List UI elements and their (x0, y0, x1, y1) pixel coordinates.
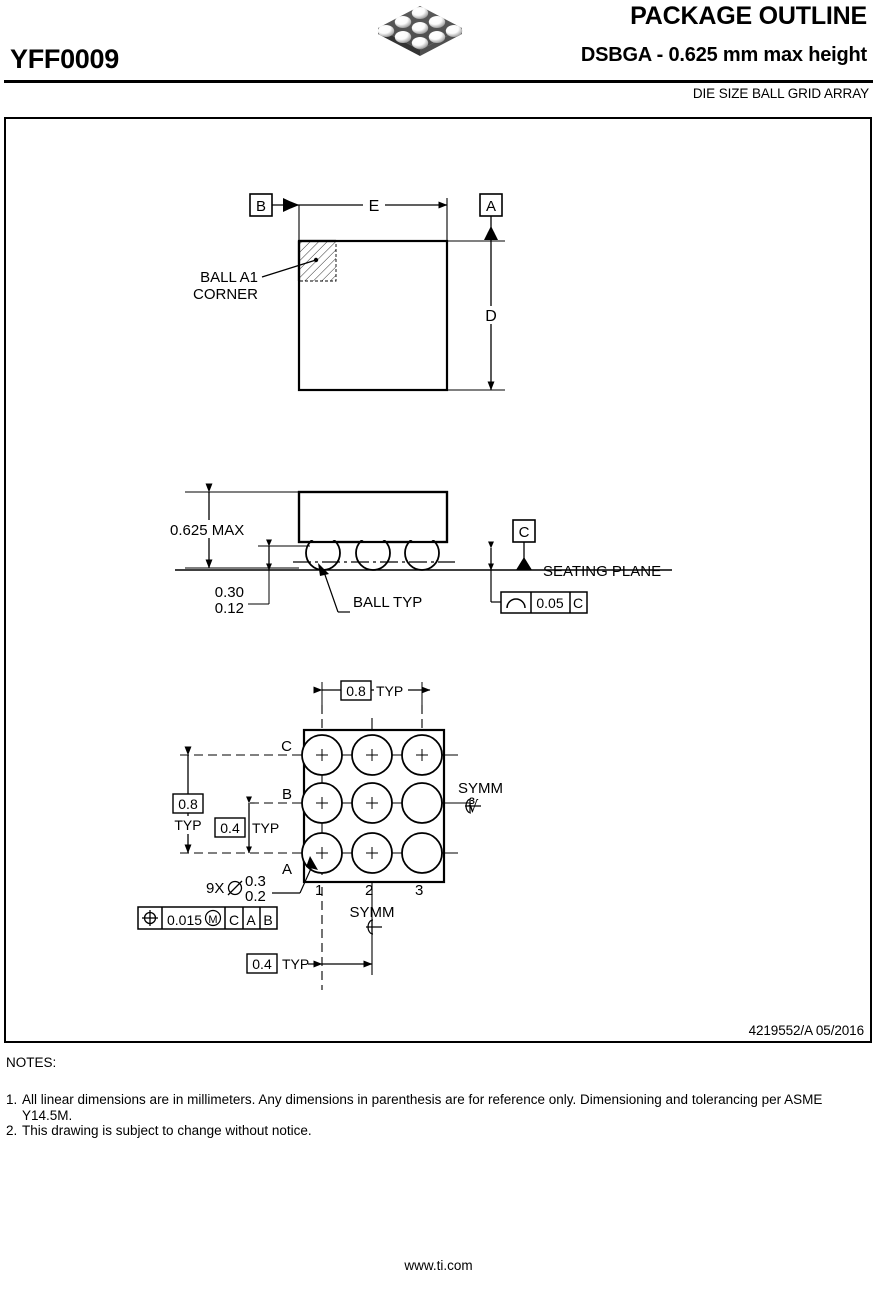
header-divider (4, 80, 873, 83)
array-type-label: DIE SIZE BALL GRID ARRAY (692, 86, 869, 101)
notes-heading: NOTES: (6, 1055, 57, 1070)
bga-package-icon (377, 6, 463, 56)
note-number: 2. (6, 1123, 18, 1138)
package-subtitle: DSBGA - 0.625 mm max height (580, 44, 867, 66)
note-text: This drawing is subject to change withou… (22, 1123, 312, 1138)
page-title: PACKAGE OUTLINE (630, 2, 867, 30)
note-text: All linear dimensions are in millimeters… (22, 1092, 823, 1123)
note-number: 1. (6, 1092, 18, 1107)
footer-url[interactable]: www.ti.com (404, 1258, 473, 1273)
note-item: 2. This drawing is subject to change wit… (6, 1123, 866, 1139)
page-header: YFF0009 (0, 0, 877, 101)
notes-section: NOTES: 1. All linear dimensions are in m… (6, 1055, 866, 1139)
drawing-number: 4219552/A 05/2016 (748, 1023, 865, 1038)
part-number: YFF0009 (10, 44, 119, 74)
drawing-frame: 4219552/A 05/2016 (4, 117, 872, 1043)
note-item: 1. All linear dimensions are in millimet… (6, 1092, 866, 1123)
